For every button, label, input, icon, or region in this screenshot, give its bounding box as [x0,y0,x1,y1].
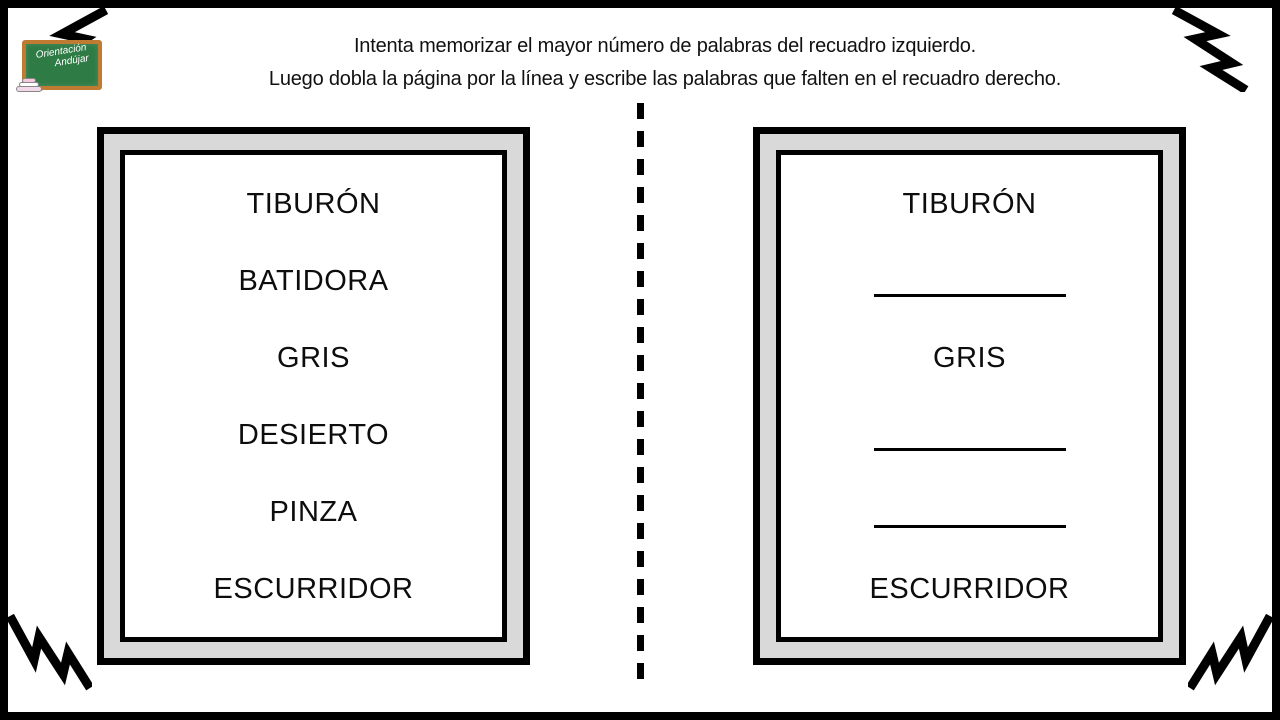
word-label: ESCURRIDOR [213,573,414,605]
word-row [781,243,1158,320]
word-row [781,397,1158,474]
word-row: TIBURÓN [781,166,1158,243]
word-label: ESCURRIDOR [869,573,1070,605]
word-label: GRIS [933,342,1006,374]
zigzag-corner-top-right-icon [1166,6,1252,92]
instruction-line-1: Intenta memorizar el mayor número de pal… [353,35,977,57]
blank-answer-line[interactable] [873,294,1066,297]
word-row: ESCURRIDOR [125,551,502,628]
zigzag-corner-bottom-left-icon [6,608,92,694]
instruction-line-2: Luego dobla la página por la línea y esc… [268,68,1062,90]
word-row [781,474,1158,551]
word-row: GRIS [781,320,1158,397]
word-row: PINZA [125,474,502,551]
instructions: Intenta memorizar el mayor número de pal… [110,30,1220,96]
word-label: BATIDORA [238,265,389,297]
word-label: TIBURÓN [902,188,1037,220]
blank-answer-line[interactable] [873,448,1066,451]
word-list-right: TIBURÓN GRIS ESCURRIDOR [776,150,1163,642]
fold-dashed-line [637,103,644,680]
word-label: GRIS [277,342,350,374]
zigzag-corner-bottom-right-icon [1188,608,1274,694]
word-row: GRIS [125,320,502,397]
word-list-left: TIBURÓN BATIDORA GRIS DESIERTO PINZA ESCURRID… [120,150,507,642]
orientacion-andujar-logo: Orientación Andújar [16,40,102,94]
word-row: BATIDORA [125,243,502,320]
book-stack-icon [16,78,42,92]
word-label: PINZA [269,496,358,528]
word-box-right: TIBURÓN GRIS ESCURRIDOR [753,127,1186,665]
word-row: TIBURÓN [125,166,502,243]
word-label: DESIERTO [237,419,390,451]
word-row: DESIERTO [125,397,502,474]
word-label: TIBURÓN [246,188,381,220]
blank-answer-line[interactable] [873,525,1066,528]
word-box-left: TIBURÓN BATIDORA GRIS DESIERTO PINZA ESCURRID… [97,127,530,665]
word-row: ESCURRIDOR [781,551,1158,628]
